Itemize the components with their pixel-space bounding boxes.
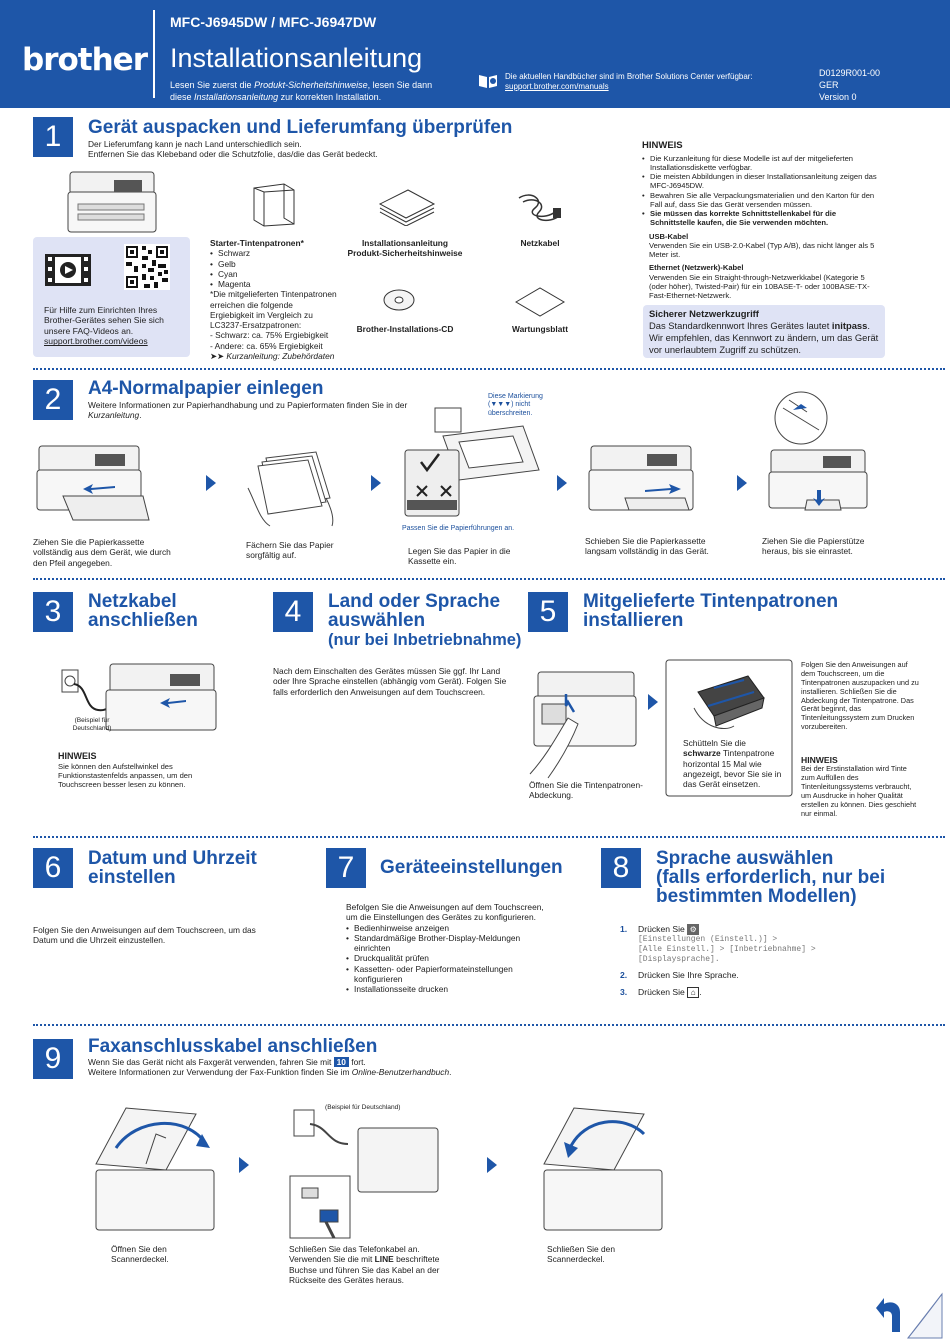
section-1-note: HINWEIS Die Kurzanleitung für diese Mode…: [642, 140, 882, 300]
step-number-9: 9: [33, 1039, 73, 1079]
fax-example-label: (Beispiel für Deutschland): [325, 1104, 401, 1111]
section-7-text: Befolgen Sie die Anweisungen auf dem Tou…: [346, 902, 556, 995]
power-cord-illustration: [518, 194, 561, 222]
next-arrow-icon: [557, 475, 567, 491]
load-paper-illustration: [404, 407, 540, 517]
model-names: MFC-J6945DW / MFC-J6947DW: [170, 14, 377, 30]
section-divider: [33, 1024, 945, 1026]
turn-page-icon[interactable]: [874, 1290, 944, 1340]
header-subtitle: Lesen Sie zuerst die Produkt-Sicherheits…: [170, 80, 433, 102]
power-cord-label: Netzkabel: [520, 238, 560, 248]
next-arrow-icon: [737, 475, 747, 491]
ink-info: Starter-Tintenpatronen* SchwarzGelbCyanM…: [210, 238, 338, 361]
section-divider: [33, 836, 945, 838]
settings-icon[interactable]: ⚙: [687, 924, 700, 936]
section-1-title: Gerät auspacken und Lieferumfang überprü…: [88, 117, 513, 138]
header-divider: [153, 10, 155, 98]
manuals-info: Die aktuellen Handbücher sind im Brother…: [505, 72, 775, 92]
faq-link[interactable]: support.brother.com/videos: [44, 336, 148, 347]
step-number-2: 2: [33, 380, 73, 420]
video-icon: [45, 254, 91, 286]
step-2-2-text: Fächern Sie das Papier sorgfältig auf.: [246, 540, 334, 561]
step-2-3-text: Legen Sie das Papier in die Kassette ein…: [408, 546, 511, 567]
shake-text: Schütteln Sie die schwarze Tintenpatrone…: [683, 738, 782, 789]
section-7-title: Geräteeinstellungen: [380, 857, 563, 878]
page-title: Installationsanleitung: [170, 43, 423, 73]
step-number-5: 5: [528, 592, 568, 632]
cd-label: Brother-Installations-CD: [356, 324, 454, 334]
step-10-badge[interactable]: 10: [333, 1057, 349, 1068]
next-arrow-icon: [648, 694, 658, 710]
section-8-title: Sprache auswählen(falls erforderlich, nu…: [656, 848, 886, 907]
mark-note: Diese Markierung (▼▼▼) nicht überschreit…: [488, 393, 543, 417]
faq-text: Für Hilfe zum Einrichten Ihres Brother-G…: [44, 305, 184, 347]
step-9-3-text: Schließen Sie den Scannerdeckel.: [547, 1244, 615, 1265]
tray-pull-illustration: [36, 445, 150, 521]
header-bar: brother MFC-J6945DW / MFC-J6947DW Instal…: [0, 0, 950, 108]
reference-arrow-icon: ➤➤: [210, 350, 225, 361]
section-divider: [33, 368, 945, 370]
power-connection-illustration: [61, 663, 217, 731]
section-2-intro: Weitere Informationen zur Papierhandhabu…: [88, 400, 408, 421]
maintenance-sheet-label: Wartungsblatt: [512, 324, 568, 334]
section-2-title: A4-Normalpapier einlegen: [88, 378, 324, 399]
example-germany-label: (Beispiel für Deutschland): [72, 717, 112, 733]
section-1-intro: Der Lieferumfang kann je nach Land unter…: [88, 139, 378, 160]
fax-cable-illustration: [289, 1109, 439, 1239]
next-arrow-icon: [206, 475, 216, 491]
next-arrow-icon: [371, 475, 381, 491]
next-arrow-icon: [487, 1157, 497, 1173]
manuals-link[interactable]: support.brother.com/manuals: [505, 82, 609, 91]
brother-logo: brother: [22, 42, 148, 78]
step-9-1-text: Öffnen Sie den Scannerdeckel.: [111, 1244, 169, 1265]
settings-list: Bedienhinweise anzeigenStandardmäßige Br…: [346, 923, 556, 995]
section-9-title: Faxanschlusskabel anschließen: [88, 1036, 378, 1057]
section-4-text: Nach dem Einschalten des Gerätes müssen …: [273, 666, 507, 697]
step-number-7: 7: [326, 848, 366, 888]
section-9-intro: Wenn Sie das Gerät nicht als Faxgerät ve…: [88, 1057, 452, 1078]
step-2-5-text: Ziehen Sie die Papierstütze heraus, bis …: [762, 536, 865, 557]
ink-cover-illustration: [529, 671, 637, 779]
step-number-6: 6: [33, 848, 73, 888]
section-6-text: Folgen Sie den Anweisungen auf dem Touch…: [33, 925, 256, 946]
qr-code-icon[interactable]: [124, 244, 170, 290]
install-cartridges-text: Folgen Sie den Anweisungen auf dem Touch…: [801, 660, 919, 732]
open-scanner-illustration: [95, 1107, 215, 1231]
step-number-1: 1: [33, 117, 73, 157]
close-scanner-illustration: [543, 1107, 663, 1231]
secure-network-box: Sicherer Netzwerkzugriff Das Standardken…: [643, 305, 885, 358]
paper-support-illustration: [768, 391, 868, 511]
manuals-illustration: [378, 189, 436, 226]
step-number-8: 8: [601, 848, 641, 888]
maintenance-sheet-illustration: [515, 287, 565, 317]
ink-color-list: SchwarzGelbCyanMagenta: [210, 248, 338, 289]
cd-illustration: [383, 289, 415, 311]
shake-cartridge-illustration: [665, 659, 793, 797]
step-9-2-text: Schließen Sie das Telefonkabel an. Verwe…: [289, 1244, 440, 1285]
next-arrow-icon: [239, 1157, 249, 1173]
ink-cartridge-illustration: [253, 183, 295, 227]
step-number-3: 3: [33, 592, 73, 632]
open-cover-text: Öffnen Sie die Tintenpatronen-Abdeckung.: [529, 780, 643, 801]
book-icon: [479, 75, 497, 88]
guide-note: Passen Sie die Papierführungen an.: [402, 525, 515, 532]
step-2-1-text: Ziehen Sie die Papierkassette vollständi…: [33, 537, 171, 568]
printer-illustration: [67, 171, 157, 233]
section-divider: [33, 578, 945, 580]
section-8-steps: 1. Drücken Sie ⚙ [Einstellungen (Einstel…: [620, 924, 816, 999]
step-number-4: 4: [273, 592, 313, 632]
step-2-4-text: Schieben Sie die Papierkassette langsam …: [585, 536, 709, 557]
fan-paper-illustration: [247, 451, 334, 527]
insert-tray-illustration: [588, 445, 694, 511]
home-icon[interactable]: ⌂: [687, 987, 700, 999]
